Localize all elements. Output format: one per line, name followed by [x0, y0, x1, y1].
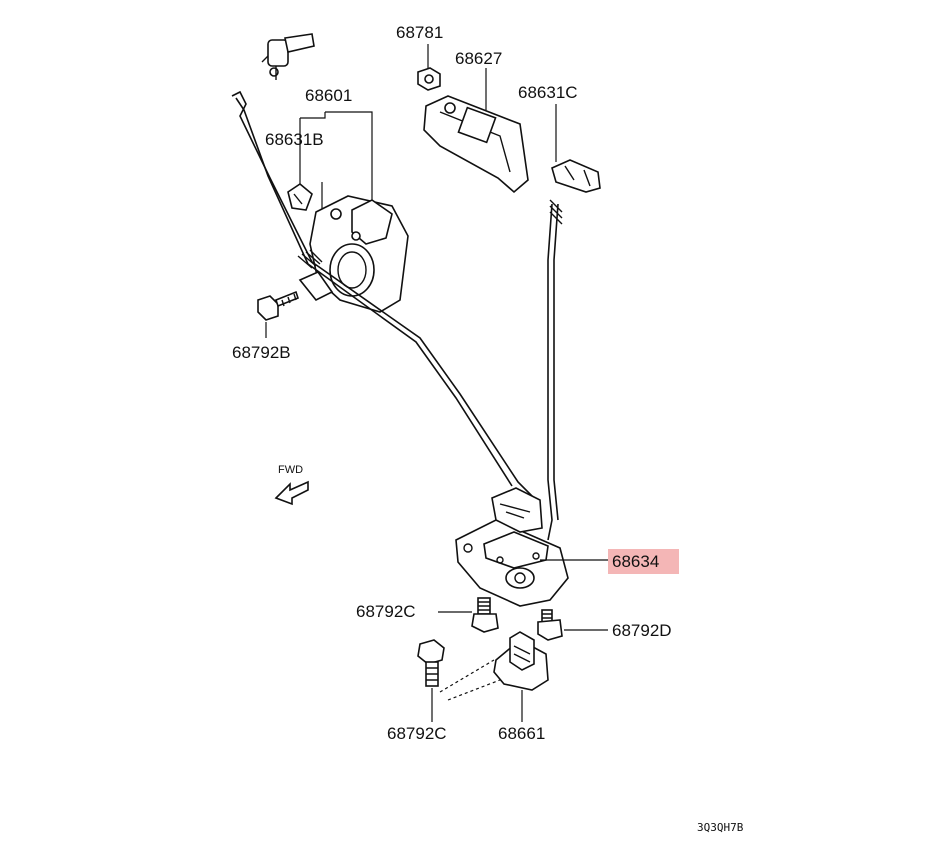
- label-fwd: FWD: [278, 464, 304, 476]
- label-68631B: 68631B: [265, 130, 324, 149]
- striker-68661: [493, 631, 549, 722]
- forward-arrow-icon: [274, 480, 309, 506]
- screw-68792C-upper: [438, 597, 499, 633]
- label-68661: 68661: [498, 724, 546, 743]
- outer-handle-68627: [423, 95, 529, 194]
- label-68601: 68601: [305, 86, 353, 105]
- label-68792B: 68792B: [232, 343, 291, 362]
- label-68792C-upper: 68792C: [356, 602, 416, 621]
- nut-68781: [417, 67, 441, 91]
- clip-68631B: [287, 183, 313, 211]
- connector-part: [261, 33, 315, 80]
- label-68781: 68781: [396, 23, 444, 42]
- bolt-68792B: [257, 290, 299, 338]
- lock-assembly-68634: [455, 487, 569, 607]
- label-68634-highlighted[interactable]: 68634: [608, 549, 680, 574]
- label-68627: 68627: [455, 49, 503, 68]
- diagram-code: 3Q3QH7B: [697, 821, 744, 834]
- bolt-68792C-lower: [417, 639, 445, 722]
- screw-68792D: [537, 609, 608, 641]
- label-68631C: 68631C: [518, 83, 578, 102]
- inside-handle-68601: [298, 195, 409, 313]
- clip-68631C: [551, 159, 601, 193]
- label-68792D: 68792D: [612, 621, 672, 640]
- label-68792C-lower: 68792C: [387, 724, 447, 743]
